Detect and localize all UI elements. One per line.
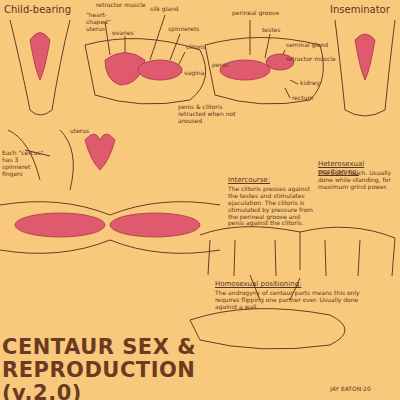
part-label: The butts touch. Usually done while stan… (318, 170, 398, 191)
part-label: retractor muscle (96, 2, 156, 9)
part-label: rectum (292, 95, 332, 102)
part-label: vagina (184, 70, 224, 77)
part-label: The androgyny of centaur parts means thi… (215, 290, 365, 311)
section-heading: Inseminator (330, 4, 400, 16)
part-label: penis & clitoris retracted when not arou… (178, 104, 240, 125)
part-label: silk gland (150, 6, 200, 13)
section-heading: Child-bearing (4, 4, 84, 16)
title: CENTAUR SEX & REPRODUCTION (v.2.0) (2, 336, 232, 400)
part-label: penis (212, 62, 242, 69)
part-label: ovaries (112, 30, 152, 37)
note-heading: Homosexual positioning: (215, 280, 355, 288)
part-label: testes (262, 27, 302, 34)
part-label: clitoris (186, 44, 226, 51)
part-label: kidney (300, 80, 340, 87)
part-label: perineal groove (232, 10, 292, 17)
part-label: spinnerets (168, 26, 213, 33)
part-label: The clitoris presses against the testes … (228, 186, 316, 227)
part-label: JAY EATON·20 (330, 386, 400, 393)
part-label: retractor muscle (286, 56, 346, 63)
part-label: uterus (70, 128, 110, 135)
part-label: seminal gland (286, 42, 341, 49)
part-label: Each "cercus" has 3 spinneret fingers (2, 150, 44, 178)
note-heading: Intercourse: (228, 176, 308, 184)
